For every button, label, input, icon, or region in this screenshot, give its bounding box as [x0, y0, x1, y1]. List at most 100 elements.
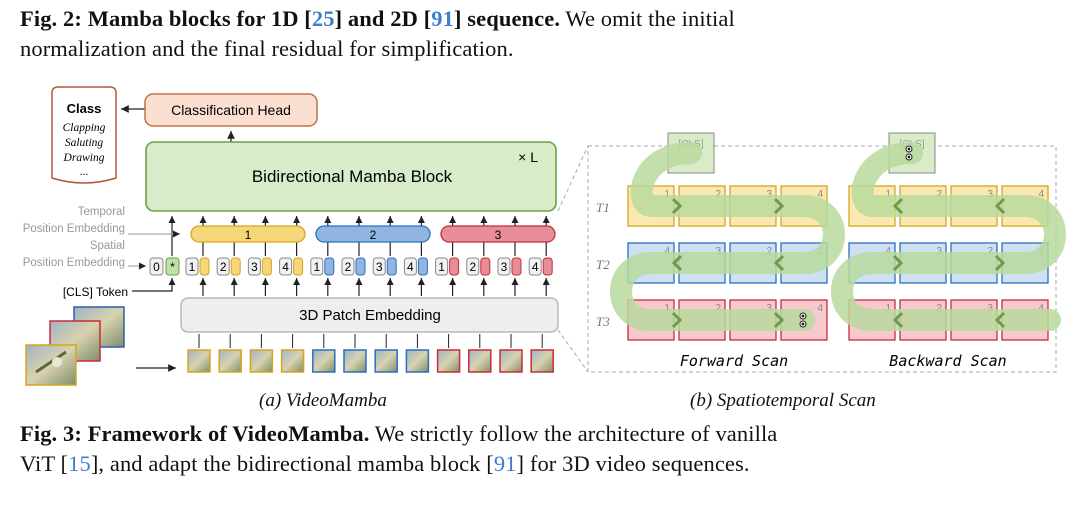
temporal-pe-label: Position Embedding [23, 223, 125, 235]
fig2-label: Fig. 2: [20, 6, 82, 31]
scan-direction-chevron [671, 311, 683, 329]
svg-text:1: 1 [313, 260, 320, 274]
svg-text:1: 1 [664, 189, 670, 200]
svg-text:2: 2 [469, 260, 476, 274]
fig2-text-line2: normalization and the final residual for… [20, 36, 514, 61]
patch-token: 3 [247, 257, 272, 276]
video-patch [312, 349, 336, 373]
scan-direction-chevron [773, 197, 785, 215]
patch-token: 4 [279, 257, 304, 276]
patch-token: 4 [403, 257, 428, 276]
fig3-ref-15[interactable]: 15 [68, 451, 91, 476]
class-item: Saluting [65, 137, 104, 149]
patch-token: 2 [466, 257, 491, 276]
svg-text:3: 3 [251, 260, 258, 274]
class-item: Drawing [63, 152, 105, 164]
video-patch [280, 349, 305, 373]
svg-text:3: 3 [766, 189, 772, 200]
svg-text:3: 3 [495, 228, 502, 242]
patch-token: 1 [310, 257, 335, 276]
patch-token: 3 [372, 257, 397, 276]
svg-text:3: 3 [501, 260, 508, 274]
class-title: Class [67, 101, 102, 116]
svg-text:3: 3 [987, 303, 993, 314]
patch-token: 2 [341, 257, 366, 276]
classification-head-label: Classification Head [171, 102, 291, 118]
svg-text:2: 2 [345, 260, 352, 274]
scan-path [831, 142, 1066, 331]
svg-text:1: 1 [438, 260, 445, 274]
fig3-title: Framework of VideoMamba. [87, 421, 370, 446]
spatial-pe-label: Spatial [90, 240, 125, 252]
bidirectional-mamba-block [145, 141, 557, 212]
class-item: Clapping [63, 122, 106, 134]
time-step-label: T1 [596, 200, 610, 215]
svg-text:3: 3 [766, 303, 772, 314]
figure-2-caption: Fig. 2: Mamba blocks for 1D [25] and 2D … [20, 6, 735, 61]
temporal-pe-label: Temporal [78, 206, 125, 218]
svg-text:2: 2 [987, 246, 993, 257]
scan-direction-chevron [892, 254, 904, 272]
spatial-pe-label: Position Embedding [23, 257, 125, 269]
cls-token-label: [CLS] Token [63, 285, 128, 299]
video-patch [374, 349, 398, 373]
svg-text:4: 4 [817, 189, 823, 200]
svg-text:3: 3 [987, 189, 993, 200]
svg-text:2: 2 [936, 189, 942, 200]
svg-text:2: 2 [220, 260, 227, 274]
svg-text:*: * [170, 260, 175, 274]
scan-direction-chevron [892, 197, 904, 215]
scan-direction-chevron [671, 254, 683, 272]
svg-text:2: 2 [715, 189, 721, 200]
cls-index-token: 0 [149, 257, 164, 276]
backward-scan-label: Backward Scan [889, 352, 1006, 370]
patch-token: 3 [497, 257, 522, 276]
temporal-embedding: 3 [440, 225, 556, 243]
svg-text:1: 1 [885, 303, 891, 314]
svg-text:1: 1 [189, 260, 196, 274]
video-patch [405, 349, 430, 373]
svg-text:4: 4 [282, 260, 289, 274]
video-patch [468, 349, 492, 373]
fig3-text: We strictly follow the architecture of v… [374, 421, 778, 446]
svg-text:2: 2 [936, 303, 942, 314]
scan-direction-chevron [994, 197, 1006, 215]
svg-text:4: 4 [885, 246, 891, 257]
fig3-text-line2b: ], and adapt the bidirectional mamba blo… [90, 451, 494, 476]
scan-direction-chevron [892, 311, 904, 329]
cls-token: * [165, 257, 180, 276]
patch-token: 1 [185, 257, 210, 276]
video-patches [187, 349, 554, 373]
fig2-ref-91[interactable]: 91 [431, 6, 454, 31]
time-step-label: T2 [596, 257, 610, 272]
subcaption-a: (a) VideoMamba [259, 390, 387, 411]
class-output: Class Clapping Saluting Drawing ... [51, 86, 117, 184]
patch-embedding-block [180, 297, 559, 333]
scan-direction-chevron [671, 197, 683, 215]
forward-scan-label: Forward Scan [680, 352, 788, 370]
time-step-label: T3 [596, 314, 610, 329]
scan-direction-chevron [773, 254, 785, 272]
scan-path [610, 142, 845, 331]
svg-text:4: 4 [1038, 189, 1044, 200]
scan-direction-chevron [994, 311, 1006, 329]
fig2-ref-25[interactable]: 25 [311, 6, 335, 31]
fig2-title: Mamba blocks for 1D [87, 6, 299, 31]
svg-text:4: 4 [532, 260, 539, 274]
video-patch [249, 349, 274, 373]
patch-token: 2 [216, 257, 241, 276]
svg-text:4: 4 [664, 246, 670, 257]
fig3-label: Fig. 3: [20, 421, 82, 446]
svg-text:2: 2 [370, 228, 377, 242]
fig2-title-end: sequence. [467, 6, 561, 31]
svg-text:3: 3 [715, 246, 721, 257]
classification-head [144, 93, 318, 127]
scan-direction-chevron [773, 311, 785, 329]
fig3-ref-91[interactable]: 91 [493, 451, 517, 476]
fig2-title-mid: and 2D [347, 6, 418, 31]
figure-3-caption: Fig. 3: Framework of VideoMamba. We stri… [20, 419, 777, 479]
scan-direction-chevron [994, 254, 1006, 272]
